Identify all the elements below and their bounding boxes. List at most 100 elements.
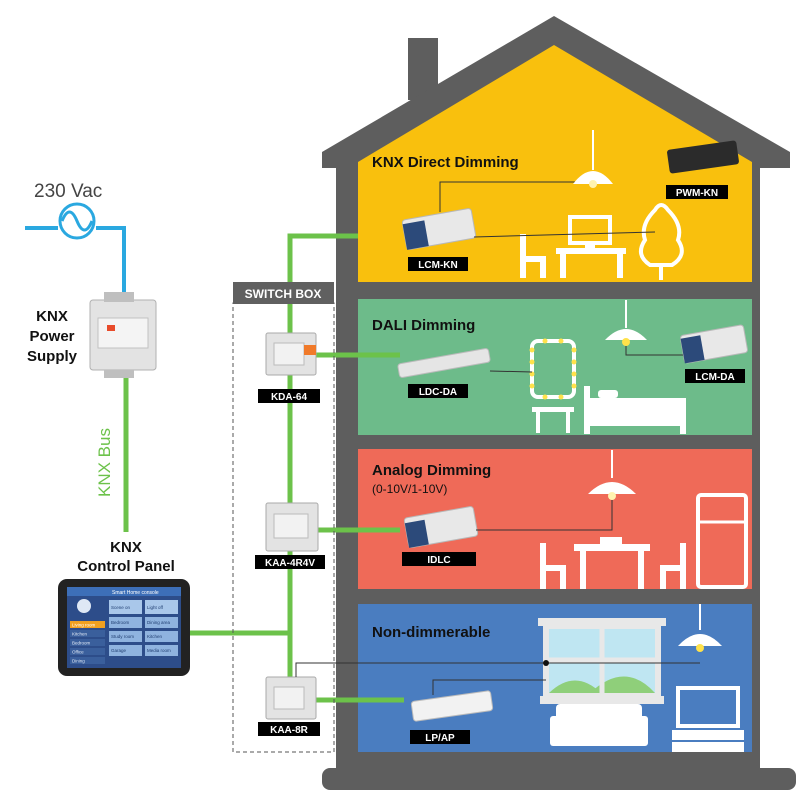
psu-terminal-top: [104, 292, 134, 302]
menu-item[interactable]: [70, 657, 105, 664]
floor1-wire: [439, 181, 578, 212]
tag-idlc: IDLC: [427, 555, 450, 566]
mirror-wire: [489, 370, 533, 373]
wire-junction: [543, 660, 549, 666]
tile[interactable]: [109, 617, 142, 628]
fridge-icon: [696, 493, 748, 589]
menu-item[interactable]: [70, 621, 105, 628]
tv-icon: [672, 686, 744, 752]
psu-terminal-bottom: [104, 370, 134, 378]
floor-title: KNX Direct Dimming: [372, 154, 519, 171]
menu-item-label: Living room: [72, 623, 96, 628]
knx-power-supply: KNX Power Supply: [27, 292, 157, 378]
tag-bg: [408, 384, 468, 398]
tag-kaa-4r4v: KAA-4R4V: [265, 558, 315, 569]
tile[interactable]: [145, 645, 178, 656]
menu-item-label: Bedroom: [72, 641, 91, 646]
psu-din-front: [97, 317, 149, 349]
house-base: [322, 768, 796, 790]
nd-wire-driver: [432, 679, 546, 695]
tag-bg: [410, 730, 470, 744]
psu-title-3: Supply: [27, 348, 78, 365]
panel-title-2: Control Panel: [77, 558, 175, 575]
tablet-tiles: Scene on Light off Bedroom Dining area S…: [109, 600, 178, 656]
floor-knx-direct-dimming: KNX Direct Dimming LCM-KN PWM-KN: [372, 130, 739, 280]
tag-kaa-8r: KAA-8R: [270, 725, 309, 736]
weather-icon: [77, 599, 91, 613]
tile[interactable]: [109, 631, 142, 642]
analog-wire: [476, 500, 613, 531]
tree-icon: [639, 203, 684, 280]
bulb-icon: [608, 492, 616, 500]
idlc-driver-cap: [404, 519, 429, 548]
tag-bg: [685, 369, 745, 383]
house: [322, 16, 796, 790]
mirror-bulbs: [529, 338, 577, 400]
menu-item[interactable]: [70, 630, 105, 637]
tag-kda-64: KDA-64: [271, 392, 308, 403]
tag-bg: [258, 389, 320, 403]
tag-bg: [402, 552, 476, 566]
menu-item-label: Dining: [72, 659, 85, 664]
pwm-kn-driver: [667, 140, 739, 174]
pendant-lamp-icon: [588, 482, 636, 494]
menu-item[interactable]: [70, 639, 105, 646]
vanity-mirror-icon: [530, 339, 576, 399]
tag-lp-ap: LP/AP: [425, 733, 455, 744]
floor-title: Non-dimmerable: [372, 624, 490, 641]
tile[interactable]: [109, 645, 142, 656]
tag-pwm-kn: PWM-KN: [676, 188, 718, 199]
switch-box-label-bg: [233, 282, 334, 304]
bulb-icon: [696, 644, 704, 652]
tile[interactable]: [145, 617, 178, 628]
switch-box-label: SWITCH BOX: [245, 287, 322, 301]
nd-wire-top: [295, 662, 700, 677]
module-front: [273, 513, 309, 539]
tag-bg: [258, 722, 320, 736]
knx-bus-label: KNX Bus: [95, 428, 114, 497]
module-terminal: [304, 345, 316, 355]
tile-label: Scene on: [111, 605, 131, 610]
module-front: [273, 342, 305, 366]
bulb-icon: [622, 338, 630, 346]
tablet-menu: Living room Kitchen Bedroom Office Dinin…: [70, 621, 105, 664]
voltage-label: 230 Vac: [34, 181, 102, 202]
lcm-kn-driver-cap: [402, 220, 429, 250]
floor-non-dimmerable: Non-dimmerable LP/AP: [295, 604, 744, 752]
kaa-4r4v-module: KAA-4R4V: [255, 502, 325, 569]
menu-item-label: Kitchen: [72, 632, 88, 637]
module-front: [273, 686, 305, 710]
tile-label: Bedroom: [111, 620, 130, 625]
tag-ldc-da: LDC-DA: [419, 387, 457, 398]
menu-item[interactable]: [70, 648, 105, 655]
tablet-screen-header: [67, 587, 181, 596]
tag-bg: [255, 555, 325, 569]
tile-label: Light off: [147, 605, 164, 610]
tile-label: Kitchen: [147, 634, 163, 639]
floor-title: Analog Dimming: [372, 462, 491, 479]
psu-led: [107, 325, 115, 331]
tablet-screen-heading: Smart Home console: [112, 590, 159, 596]
window-icon: [538, 618, 666, 704]
pendant-lamp-icon: [678, 634, 722, 646]
tile-label: Study room: [111, 634, 134, 639]
bulb-icon: [589, 180, 597, 188]
lcm-da-driver-cap: [680, 335, 705, 364]
tile-label: Garage: [111, 648, 127, 653]
menu-item-label: Office: [72, 650, 84, 655]
power-source: 230 Vac: [25, 181, 126, 294]
pendant-wire: [625, 346, 688, 356]
sine-wave-icon: [60, 210, 94, 232]
pendant-lamp-icon: [605, 329, 647, 340]
ldc-da-driver: [397, 348, 491, 378]
tile[interactable]: [109, 600, 142, 614]
tile[interactable]: [145, 600, 178, 614]
psu-title-1: KNX: [36, 308, 68, 325]
floor-analog-dimming: Analog Dimming (0-10V/1-10V) IDLC: [372, 450, 748, 589]
tile[interactable]: [145, 631, 178, 642]
tag-lcm-da: LCM-DA: [695, 372, 734, 383]
office-furniture-icon: [520, 215, 626, 278]
bed-icon: [584, 386, 686, 434]
power-line-2: [96, 226, 126, 294]
